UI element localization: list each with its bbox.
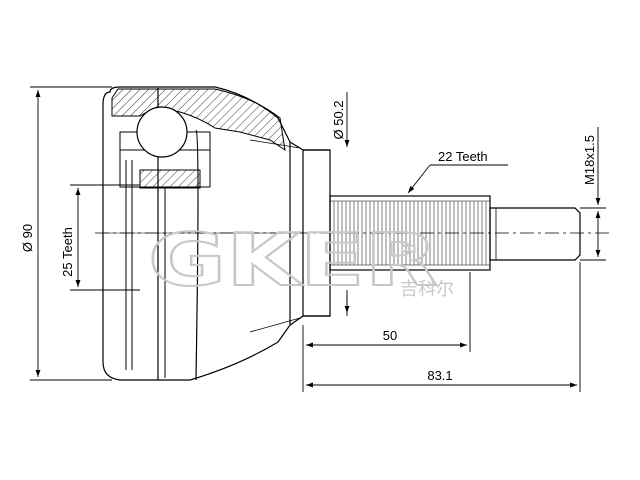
- watermark-brand-tail: -: [400, 224, 417, 270]
- label-overall-length: 83.1: [427, 368, 452, 383]
- watermark-subtitle: 吉科尔: [400, 279, 454, 300]
- leader-outer-teeth: [407, 164, 508, 194]
- dim-overall-length: [306, 262, 581, 392]
- inner-race: [119, 131, 211, 378]
- spline-teeth: [333, 201, 487, 265]
- dim-outer-diameter: [30, 86, 112, 381]
- label-outer-diameter: Ø 90: [20, 224, 35, 252]
- watermark: GKER - 吉科尔: [147, 217, 454, 303]
- watermark-brand: GKER: [148, 218, 438, 302]
- dim-spline-length: [302, 272, 471, 392]
- label-spline-length: 50: [383, 328, 397, 343]
- ball: [136, 106, 188, 158]
- label-outer-teeth: 22 Teeth: [438, 149, 488, 164]
- label-thread: M18x1.5: [582, 135, 597, 185]
- dim-inner-teeth: [70, 184, 140, 291]
- label-inner-teeth: 25 Teeth: [60, 227, 75, 277]
- label-neck-diameter: Ø 50.2: [331, 100, 346, 139]
- housing-section-hatch: [111, 88, 286, 152]
- dim-thread: [580, 127, 606, 261]
- threaded-end: [489, 207, 581, 261]
